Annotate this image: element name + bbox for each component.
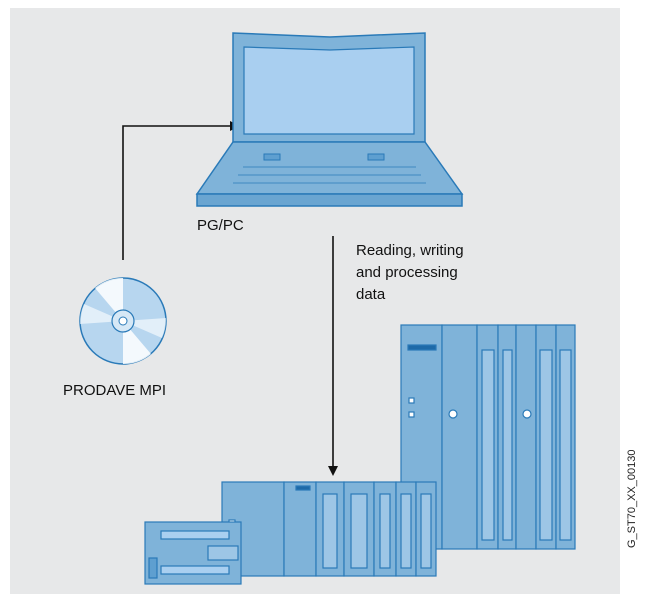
laptop-icon bbox=[195, 32, 464, 207]
cd-icon bbox=[79, 277, 167, 365]
cd-label: PRODAVE MPI bbox=[63, 382, 167, 399]
plc-rack-medium bbox=[221, 481, 437, 577]
plc-rack-large bbox=[400, 324, 576, 550]
figure-code: G_ST70_XX_00130 bbox=[626, 449, 638, 548]
description-line-3: data bbox=[356, 286, 386, 303]
pc-label: PG/PC bbox=[197, 217, 244, 234]
plc-compact bbox=[144, 521, 242, 585]
cd-to-pc-arrow bbox=[122, 121, 240, 260]
description-line-2: and processing bbox=[356, 264, 458, 281]
description-line-1: Reading, writing bbox=[356, 242, 464, 259]
